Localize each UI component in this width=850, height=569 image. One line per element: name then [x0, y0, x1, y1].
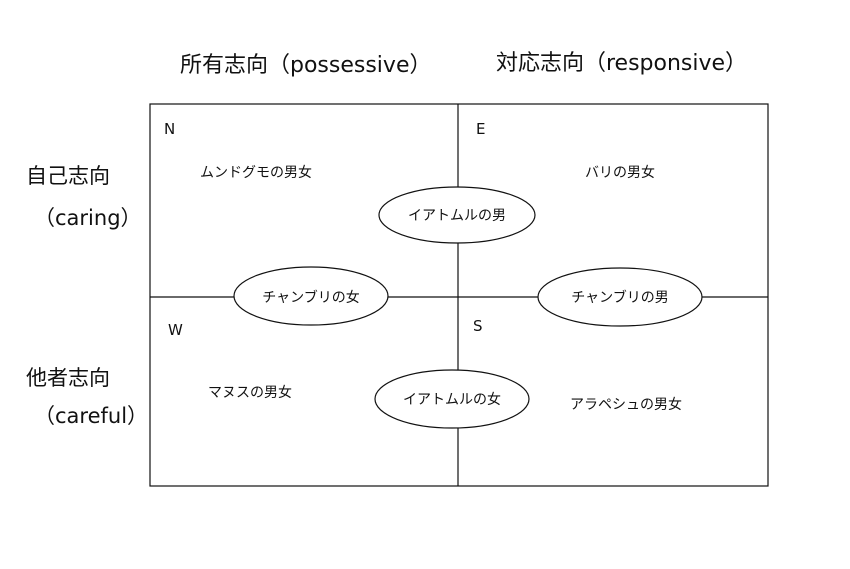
oval-right: [537, 267, 703, 327]
oval-bottom: [374, 369, 530, 429]
row-label-careful: （careful）: [34, 404, 149, 428]
oval-top: [378, 186, 536, 244]
quadrant-letter-s: S: [473, 317, 483, 335]
diagram-frame: [149, 103, 769, 487]
quadrant-text-nw: ムンドグモの男女: [200, 165, 312, 181]
oval-label-bottom: イアトムルの女: [403, 392, 501, 408]
oval-label-right: チャンブリの男: [571, 290, 669, 306]
quadrant-text-se: アラペシュの男女: [570, 397, 682, 413]
quadrant-letter-w: W: [168, 321, 183, 339]
row-label-caring: （caring）: [34, 206, 142, 230]
oval-label-top: イアトムルの男: [408, 208, 506, 224]
quadrant-letter-n: N: [164, 120, 176, 138]
column-header-responsive: 対応志向（responsive）: [496, 51, 748, 76]
row-label-other: 他者志向: [26, 366, 110, 390]
quadrant-text-sw: マヌスの男女: [208, 385, 292, 401]
quadrant-letter-e: E: [476, 120, 486, 138]
row-label-self: 自己志向: [26, 164, 110, 188]
quadrant-text-ne: バリの男女: [585, 165, 655, 181]
oval-label-left: チャンブリの女: [262, 290, 360, 306]
oval-left: [233, 266, 389, 326]
column-header-possessive: 所有志向（possessive）: [180, 53, 432, 78]
